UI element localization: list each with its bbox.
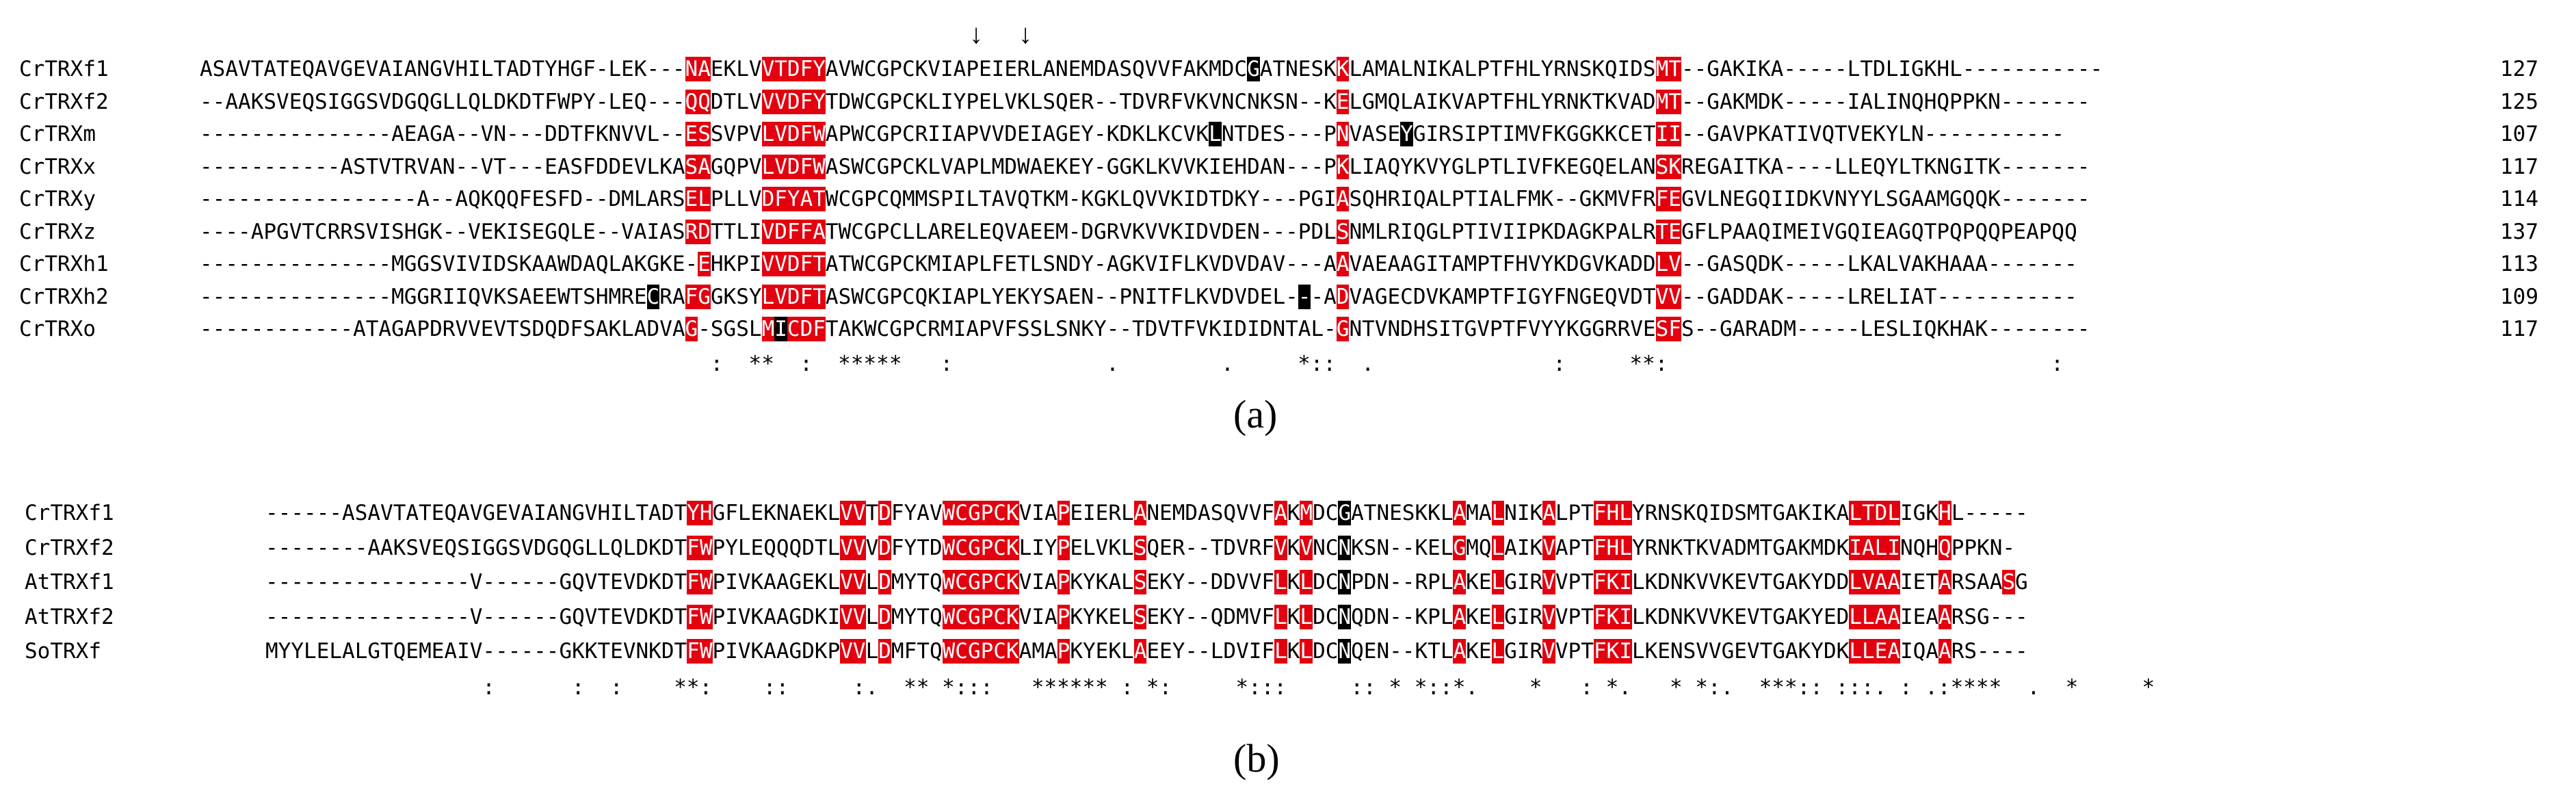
sequence-residues: ----APGVTCRRSVISHGK--VEKISEGQLE--VAIASRD… bbox=[200, 219, 2077, 244]
sequence-residues: ------------ATAGAPDRVVEVTSDQDFSAKLADVAG-… bbox=[200, 317, 2090, 341]
sequence-name: CrTRXf1 bbox=[19, 57, 109, 81]
sequence-length: 117 bbox=[2500, 154, 2538, 179]
conservation-line-a: : ** : ***** : . . *:: . : **: : bbox=[200, 352, 2064, 376]
sequence-residues: ------ASAVTATEQAVGEVAIANGVHILTADTYHGFLEK… bbox=[265, 501, 2028, 525]
sequence-length: 137 bbox=[2500, 219, 2538, 244]
sequence-residues: --AAKSVEQSIGGSVDGQGLLQLDKDTFWPY-LEQ---QQ… bbox=[200, 89, 2090, 114]
panel-caption-b: (b) bbox=[1233, 736, 1280, 781]
sequence-name: CrTRXh2 bbox=[19, 284, 109, 309]
sequence-residues: ---------------MGGRIIQVKSAEEWTSHMRECRAFG… bbox=[200, 284, 2077, 309]
sequence-name: CrTRXf2 bbox=[25, 535, 114, 560]
sequence-length: 117 bbox=[2500, 317, 2538, 341]
panel-caption-a: (a) bbox=[1233, 392, 1278, 436]
sequence-name: CrTRXf2 bbox=[19, 89, 109, 114]
arrow-down-icon: ↓ bbox=[1018, 18, 1032, 49]
sequence-residues: --------AAKSVEQSIGGSVDGQGLLQLDKDTFWPYLEQ… bbox=[265, 535, 2016, 560]
sequence-name: CrTRXh1 bbox=[19, 252, 109, 276]
sequence-residues: ----------------V------GQVTEVDKDTFWPIVKA… bbox=[265, 570, 2028, 594]
sequence-length: 125 bbox=[2500, 89, 2538, 114]
sequence-length: 113 bbox=[2500, 252, 2538, 276]
sequence-name: AtTRXf1 bbox=[25, 570, 114, 594]
sequence-length: 109 bbox=[2500, 284, 2538, 309]
sequence-residues: ASAVTATEQAVGEVAIANGVHILTADTYHGF-LEK---NA… bbox=[200, 57, 2103, 81]
sequence-name: CrTRXy bbox=[19, 187, 96, 211]
sequence-name: SoTRXf bbox=[25, 639, 101, 664]
sequence-name: CrTRXz bbox=[19, 219, 96, 244]
sequence-name: AtTRXf2 bbox=[25, 604, 114, 629]
sequence-name: CrTRXf1 bbox=[25, 501, 114, 525]
panel-a: ↓ ↓ CrTRXf1 ASAVTATEQAVGEVAIANGVHILTADTYH… bbox=[19, 18, 2538, 437]
conservation-line-b: : : : **: :: :. ** *::: ****** : *: *:::… bbox=[265, 675, 2155, 700]
sequence-name: CrTRXm bbox=[19, 122, 96, 146]
sequence-name: CrTRXx bbox=[19, 154, 96, 179]
arrow-down-icon: ↓ bbox=[969, 18, 983, 49]
sequence-length: 114 bbox=[2500, 187, 2538, 211]
sequence-residues: -----------ASTVTRVAN--VT---EASFDDEVLKASA… bbox=[200, 154, 2090, 179]
sequence-residues: -----------------A--AQKQQFESFD--DMLARSEL… bbox=[200, 187, 2090, 211]
sequence-length: 127 bbox=[2500, 57, 2538, 81]
sequence-residues: ---------------AEAGA--VN---DDTFKNVVL--ES… bbox=[200, 122, 2065, 146]
sequence-length: 107 bbox=[2500, 122, 2538, 146]
sequence-residues: MYYLELALGTQEMEAIV------GKKTEVNKDTFWPIVKA… bbox=[265, 639, 2028, 664]
sequence-name: CrTRXo bbox=[19, 317, 96, 341]
sequence-residues: ---------------MGGSVIVIDSKAAWDAQLAKGKE-E… bbox=[200, 252, 2077, 276]
sequence-residues: ----------------V------GQVTEVDKDTFWPIVKA… bbox=[265, 604, 2028, 629]
